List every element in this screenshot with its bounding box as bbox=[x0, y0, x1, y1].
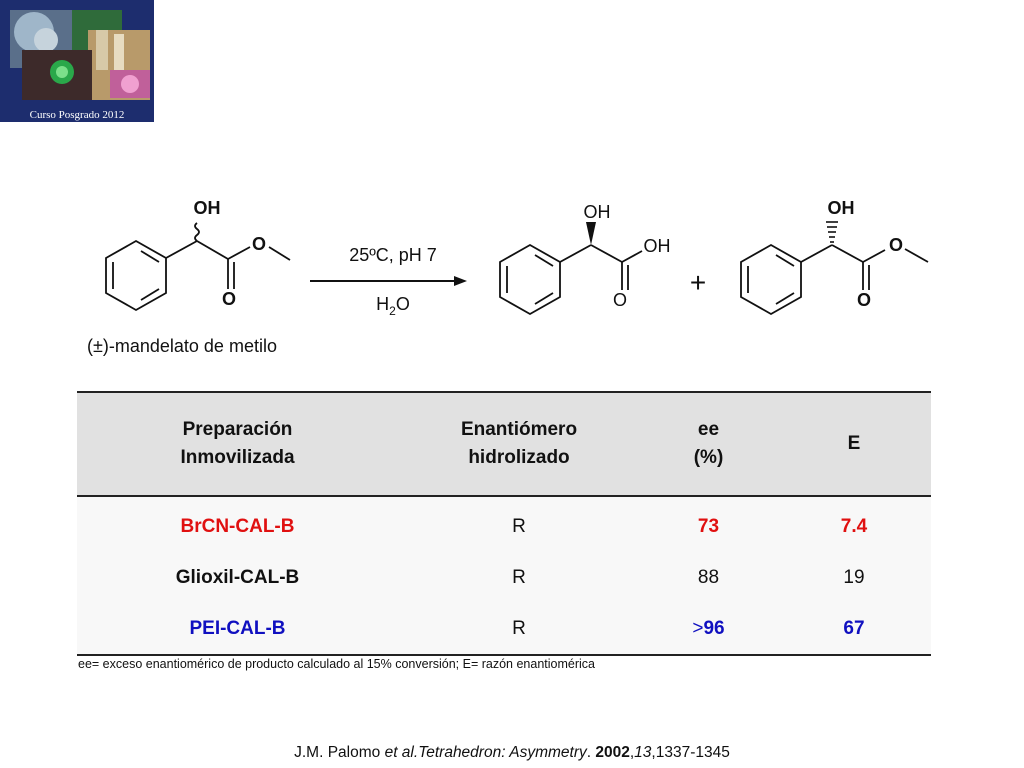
cell-enantiomer: R bbox=[512, 617, 526, 639]
product-ester-oh-label: OH bbox=[828, 198, 855, 218]
citation-pages: ,1337-1345 bbox=[651, 744, 730, 761]
header-enantiomer: Enantiómero hidrolizado bbox=[398, 392, 640, 496]
citation-sep2: , bbox=[629, 744, 635, 761]
reaction-arrow bbox=[310, 276, 467, 286]
reactant-oh-label: OH bbox=[194, 198, 221, 218]
cell-preparation: BrCN-CAL-B bbox=[180, 515, 295, 537]
reactant-structure bbox=[105, 222, 291, 312]
cell-ee: >96 bbox=[640, 603, 777, 655]
header-enantiomer-line2: hidrolizado bbox=[468, 447, 570, 468]
citation-sep1: . bbox=[586, 744, 596, 761]
product-acid-oh-label: OH bbox=[584, 202, 611, 222]
cell-e: 7.4 bbox=[840, 515, 868, 537]
product-ester-hash-bond bbox=[826, 221, 838, 243]
cell-preparation: Glioxil-CAL-B bbox=[175, 566, 300, 588]
logo-collage-image bbox=[0, 0, 154, 122]
table-row: Glioxil-CAL-B R 88 19 bbox=[77, 552, 931, 603]
cell-e: 19 bbox=[843, 566, 865, 588]
product-ester-o-label: O bbox=[889, 235, 903, 255]
reaction-scheme: OH O O (±)-mandelato de metilo 25ºC, pH … bbox=[87, 198, 929, 356]
header-ee: ee (%) bbox=[640, 392, 777, 496]
product-acid-cooh-label: OH bbox=[644, 236, 671, 256]
citation-volume: 13 bbox=[634, 744, 652, 761]
product-ester-structure bbox=[740, 243, 929, 316]
cell-preparation: PEI-CAL-B bbox=[189, 617, 286, 639]
header-preparation-line1: Preparación bbox=[182, 419, 293, 440]
cell-ee-value: 96 bbox=[703, 617, 725, 639]
table-row: PEI-CAL-B R >96 67 bbox=[77, 603, 931, 655]
header-ee-line2: (%) bbox=[693, 447, 724, 468]
table-row: BrCN-CAL-B R 73 7.4 bbox=[77, 496, 931, 552]
product-acid-carbonyl-o-label: O bbox=[613, 290, 627, 310]
plus-sign: + bbox=[690, 267, 706, 298]
product-ester-carbonyl-o-label: O bbox=[857, 290, 871, 310]
product-acid-wedge-bond bbox=[586, 222, 596, 245]
header-e: E bbox=[847, 433, 861, 454]
cell-enantiomer: R bbox=[512, 515, 526, 537]
reactant-carbonyl-o-label: O bbox=[222, 289, 236, 309]
citation: J.M. Palomo et al.Tetrahedron: Asymmetry… bbox=[0, 744, 1024, 762]
cell-ee-prefix: > bbox=[692, 617, 704, 639]
header-enantiomer-line1: Enantiómero bbox=[460, 419, 578, 440]
header-preparation-line2: Inmovilizada bbox=[180, 447, 295, 468]
reactant-name: (±)-mandelato de metilo bbox=[87, 336, 277, 356]
logo-caption: Curso Posgrado 2012 bbox=[29, 109, 125, 121]
cell-ee: 88 bbox=[697, 566, 720, 588]
solvent-subscript: 2 bbox=[389, 304, 396, 318]
cell-ee: 73 bbox=[697, 515, 720, 537]
citation-etal: et al. bbox=[384, 744, 419, 761]
conditions-temperature-ph: 25ºC, pH 7 bbox=[349, 245, 437, 265]
table-body: BrCN-CAL-B R 73 7.4 Glioxil-CAL-B R 88 1… bbox=[77, 496, 931, 655]
solvent-o: O bbox=[396, 294, 410, 314]
citation-journal: Tetrahedron: Asymmetry bbox=[418, 744, 587, 761]
table-footnote: ee= exceso enantiomérico de producto cal… bbox=[78, 657, 595, 671]
conditions-solvent: H2O bbox=[376, 294, 410, 318]
cell-e: 67 bbox=[843, 617, 865, 639]
citation-year: 2002 bbox=[595, 744, 630, 761]
course-logo: Curso Posgrado 2012 bbox=[0, 0, 154, 122]
citation-authors: J.M. Palomo bbox=[294, 744, 385, 761]
product-acid-structure bbox=[499, 243, 643, 316]
reactant-ester-o-label: O bbox=[252, 234, 266, 254]
cell-enantiomer: R bbox=[512, 566, 526, 588]
solvent-h: H bbox=[376, 294, 389, 314]
header-ee-line1: ee bbox=[697, 419, 720, 440]
